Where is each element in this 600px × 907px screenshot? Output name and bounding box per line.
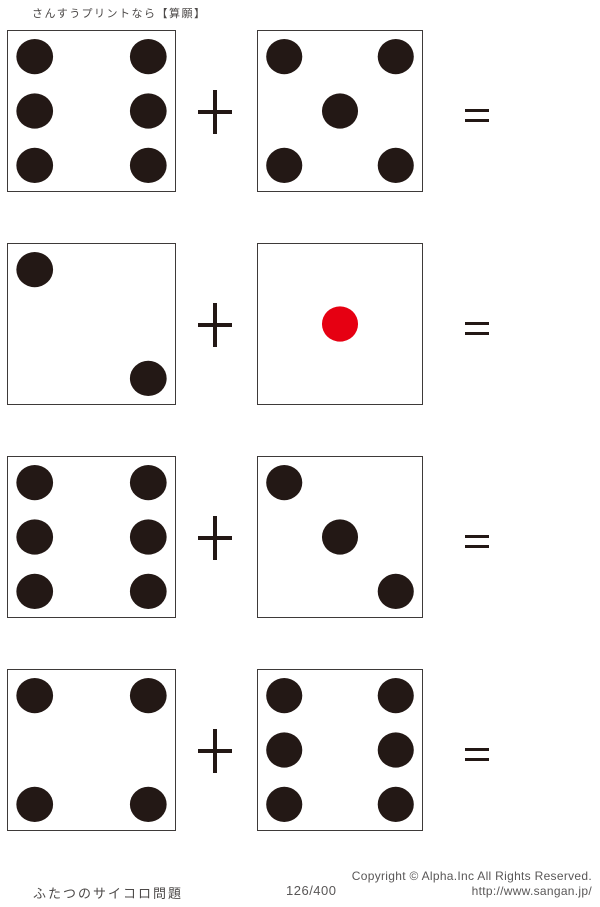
page-number: 126/400 xyxy=(286,883,337,898)
worksheet-category: ふたつのサイコロ問題 xyxy=(33,886,184,901)
equals-bottom-bar xyxy=(465,545,489,548)
die-pip xyxy=(16,519,54,555)
die-pip xyxy=(129,39,167,75)
equals-top-bar xyxy=(465,109,489,112)
die-pip xyxy=(266,732,303,768)
equals-sign xyxy=(465,109,489,122)
die-pip xyxy=(16,93,54,129)
problem-row xyxy=(0,669,600,833)
die-pip xyxy=(266,465,303,501)
die-face xyxy=(321,306,359,342)
die-face xyxy=(16,465,167,609)
die-pip xyxy=(16,465,54,501)
equals-top-bar xyxy=(465,535,489,538)
equals-top-bar xyxy=(465,748,489,751)
die-pip xyxy=(129,360,167,396)
copyright-text: Copyright © Alpha.Inc All Rights Reserve… xyxy=(351,869,592,883)
die-pip xyxy=(377,39,414,75)
die-pip xyxy=(16,573,54,609)
die-pip xyxy=(266,786,303,822)
die-pip xyxy=(16,39,54,75)
plus-vertical-bar xyxy=(213,729,217,773)
die-pip xyxy=(129,786,167,822)
equals-bottom-bar xyxy=(465,758,489,761)
page-title: さんすうプリントなら【算願】 xyxy=(32,8,207,20)
die-pip xyxy=(321,519,359,555)
left-die xyxy=(7,669,176,831)
die-face xyxy=(266,465,414,609)
equals-sign xyxy=(465,748,489,761)
die-pip xyxy=(377,786,414,822)
die-pip xyxy=(266,39,303,75)
die-pip xyxy=(377,732,414,768)
die-pip xyxy=(129,573,167,609)
plus-vertical-bar xyxy=(213,90,217,134)
die-pip xyxy=(377,147,414,183)
die-pip xyxy=(377,573,414,609)
die-pip xyxy=(129,678,167,714)
die-pip xyxy=(129,519,167,555)
website-url: http://www.sangan.jp/ xyxy=(471,884,592,898)
plus-sign xyxy=(198,303,232,347)
footer-credits: Copyright © Alpha.Inc All Rights Reserve… xyxy=(352,869,592,899)
right-die xyxy=(257,669,423,831)
plus-vertical-bar xyxy=(213,516,217,560)
die-face xyxy=(266,39,414,183)
die-pip xyxy=(16,786,54,822)
die-face xyxy=(266,678,414,822)
problem-row xyxy=(0,30,600,194)
die-face xyxy=(16,678,167,822)
problem-row xyxy=(0,243,600,407)
plus-sign xyxy=(198,729,232,773)
left-die xyxy=(7,243,176,405)
die-face xyxy=(16,252,167,396)
die-face xyxy=(16,39,167,183)
problem-row xyxy=(0,456,600,620)
die-pip xyxy=(129,465,167,501)
die-pip xyxy=(16,252,54,288)
right-die xyxy=(257,456,423,618)
left-die xyxy=(7,456,176,618)
die-pip xyxy=(266,147,303,183)
right-die xyxy=(257,243,423,405)
plus-vertical-bar xyxy=(213,303,217,347)
plus-sign xyxy=(198,90,232,134)
equals-bottom-bar xyxy=(465,332,489,335)
plus-sign xyxy=(198,516,232,560)
die-pip xyxy=(16,147,54,183)
die-pip xyxy=(377,678,414,714)
right-die xyxy=(257,30,423,192)
equals-top-bar xyxy=(465,322,489,325)
die-pip xyxy=(266,678,303,714)
equals-sign xyxy=(465,535,489,548)
die-pip xyxy=(16,678,54,714)
left-die xyxy=(7,30,176,192)
die-pip xyxy=(129,147,167,183)
die-pip xyxy=(321,93,359,129)
die-pip xyxy=(321,306,359,342)
die-pip xyxy=(129,93,167,129)
equals-sign xyxy=(465,322,489,335)
equals-bottom-bar xyxy=(465,119,489,122)
